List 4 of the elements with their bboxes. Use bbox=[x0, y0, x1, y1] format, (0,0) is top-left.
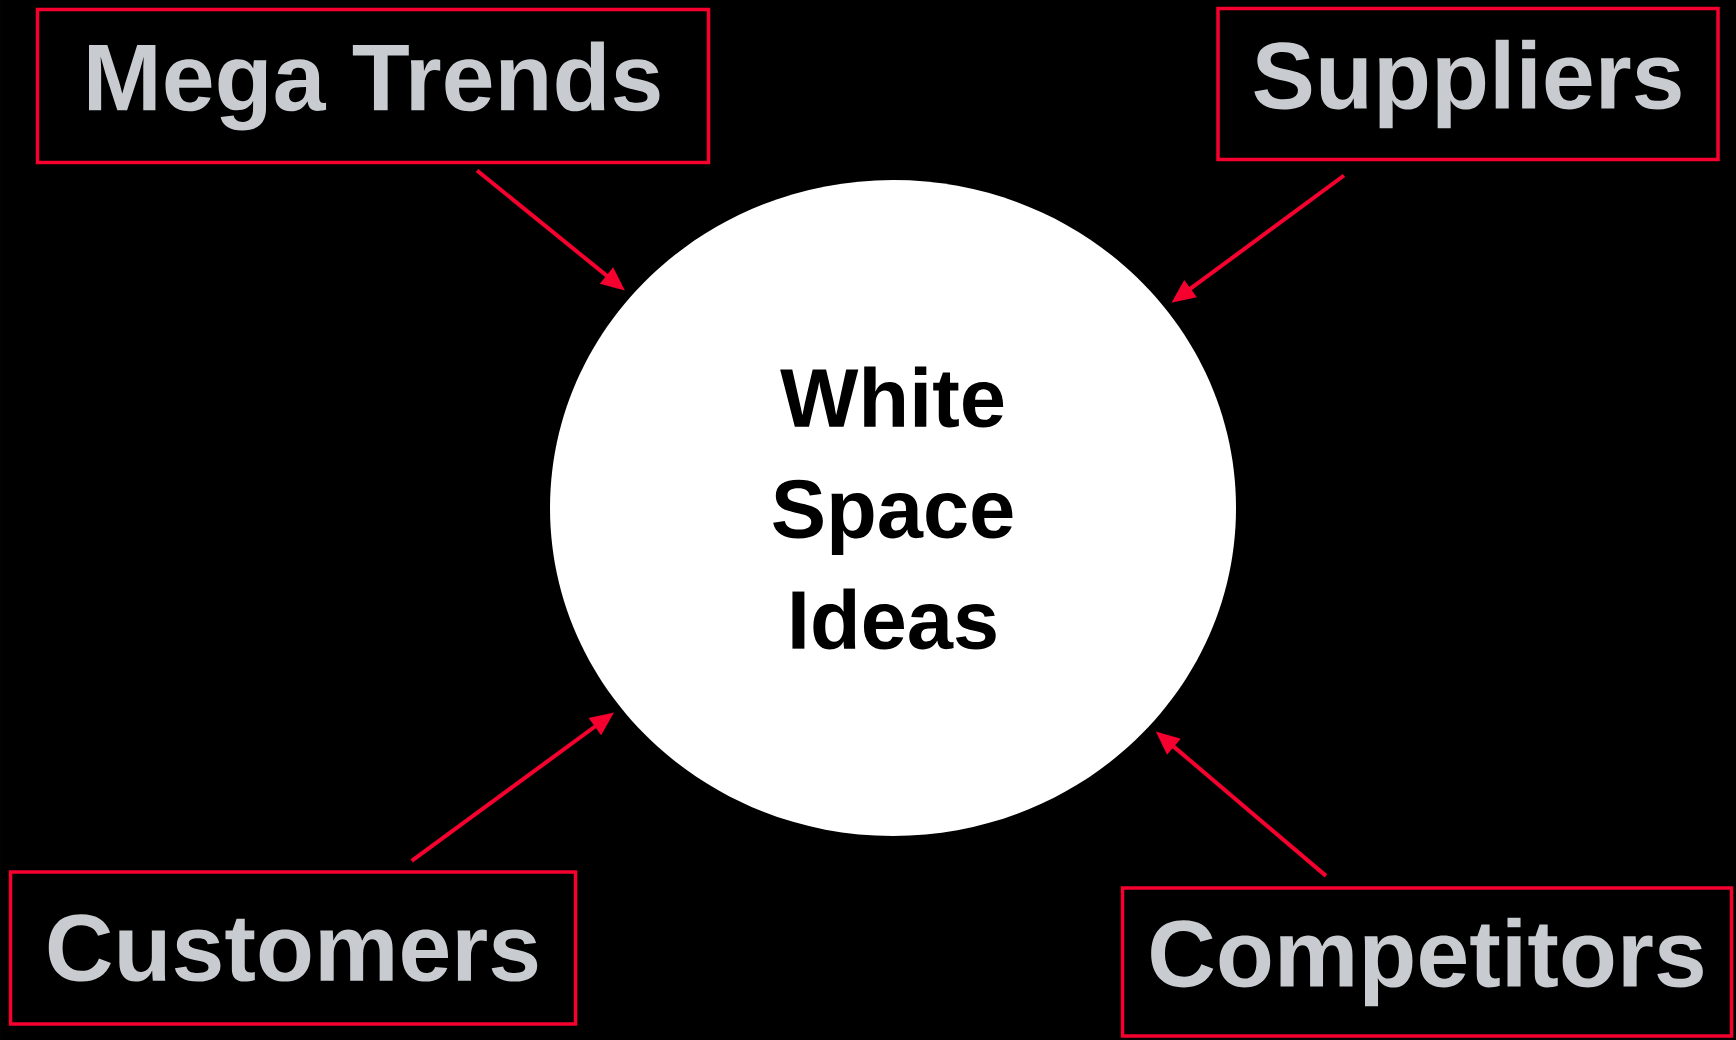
label-box: Suppliers bbox=[1216, 6, 1720, 162]
label-box: Mega Trends bbox=[35, 7, 711, 165]
label-box: Competitors bbox=[1120, 886, 1734, 1038]
label-box: Customers bbox=[8, 870, 578, 1026]
